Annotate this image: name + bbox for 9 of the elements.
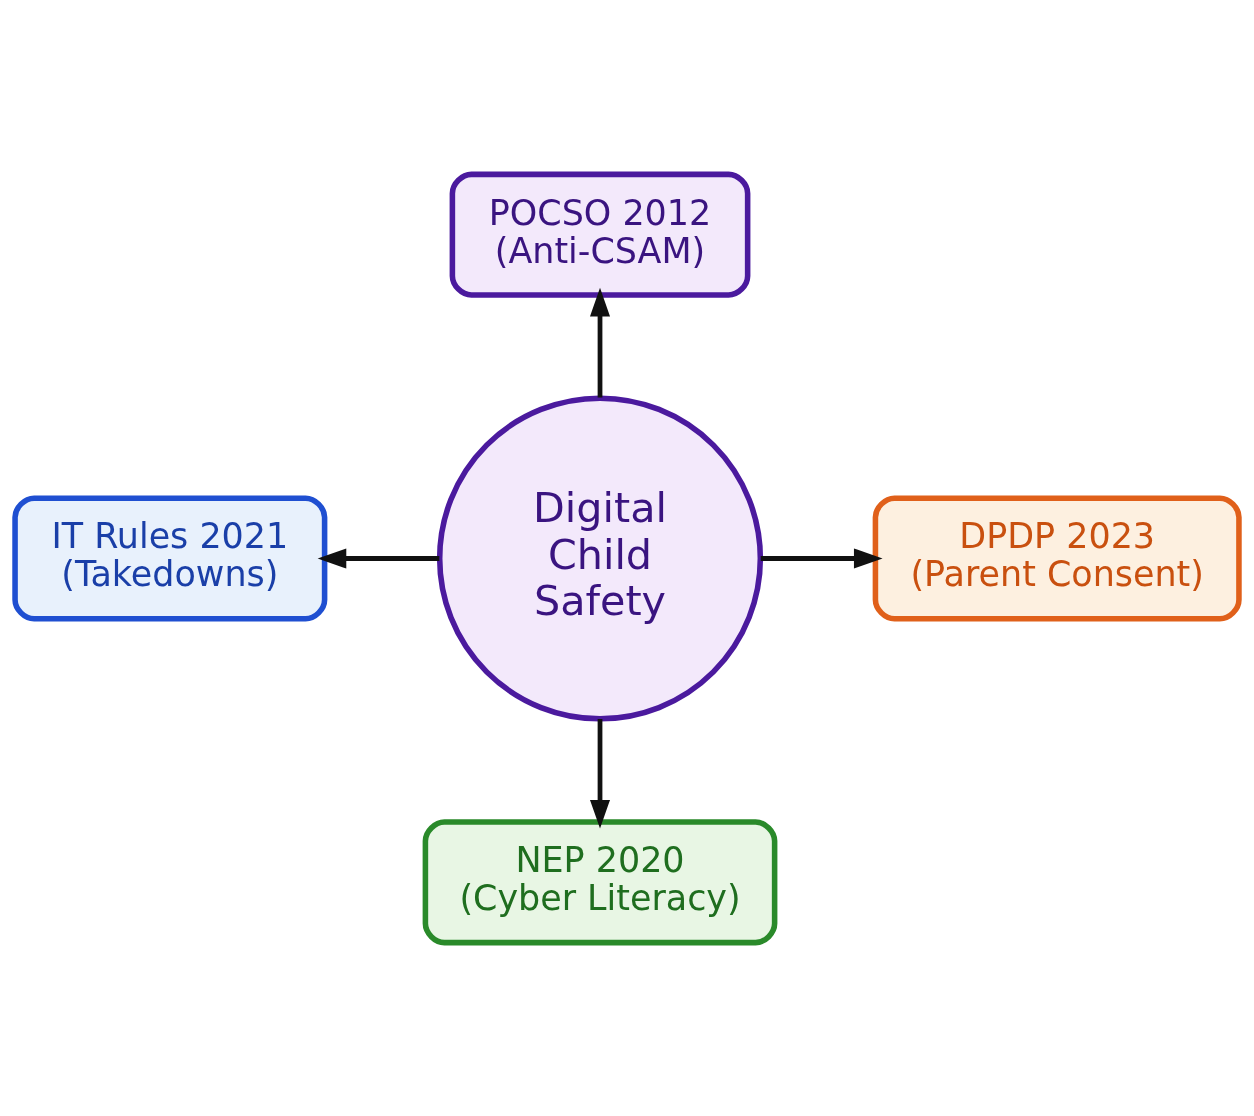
node-circle: Digital Child Safety: [436, 394, 764, 722]
arrow: [317, 547, 440, 569]
node-box: NEP 2020 (Cyber Literacy): [422, 818, 778, 945]
node-box: IT Rules 2021 (Takedowns): [12, 494, 328, 622]
node-box: POCSO 2012 (Anti-CSAM): [449, 171, 751, 298]
arrow: [760, 547, 883, 569]
node-box: DPDP 2023 (Parent Consent): [872, 494, 1242, 622]
arrow: [590, 718, 611, 828]
arrow: [590, 287, 611, 397]
